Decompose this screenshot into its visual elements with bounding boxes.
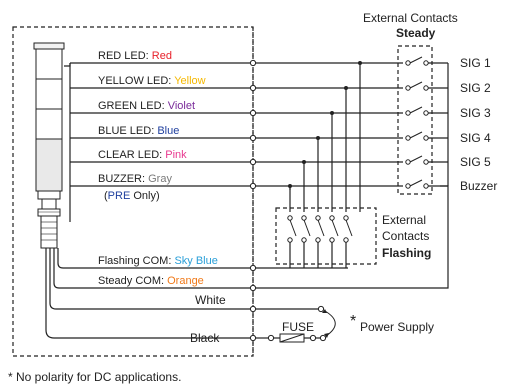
steady-bus-lines bbox=[256, 62, 403, 187]
sig-label-5: SIG 5 bbox=[460, 155, 491, 169]
signal-labels: RED LED: Red YELLOW LED: Yellow GREEN LE… bbox=[98, 50, 206, 202]
sig-label-4: SIG 4 bbox=[460, 131, 491, 145]
cable-bundle bbox=[45, 248, 256, 339]
sig-label-2: SIG 2 bbox=[460, 81, 491, 95]
sig-label-1: SIG 1 bbox=[460, 56, 491, 70]
flashing-contacts-line1: External bbox=[382, 213, 426, 227]
common-labels: Flashing COM: Sky Blue Steady COM: Orang… bbox=[98, 255, 218, 287]
tower-signal-wires bbox=[64, 62, 256, 222]
signal-tower-icon bbox=[33, 42, 65, 249]
steady-com-label: Steady COM: Orange bbox=[98, 275, 204, 287]
flashing-contacts-line2: Contacts bbox=[382, 229, 429, 243]
flashing-taps bbox=[288, 61, 362, 212]
tower-enclosure bbox=[12, 26, 254, 357]
signal-label-4: BLUE LED: Blue bbox=[98, 125, 179, 137]
footnote: * No polarity for DC applications. bbox=[8, 370, 181, 384]
flashing-com-label: Flashing COM: Sky Blue bbox=[98, 255, 218, 267]
signal-label-5: CLEAR LED: Pink bbox=[98, 149, 187, 161]
signal-label-3: GREEN LED: Violet bbox=[98, 100, 195, 112]
flashing-contacts-box bbox=[275, 207, 377, 268]
black-wire-label: Black bbox=[190, 331, 220, 345]
signal-label-2: YELLOW LED: Yellow bbox=[98, 75, 206, 87]
sig-label-3: SIG 3 bbox=[460, 106, 491, 120]
power-supply-label: Power Supply bbox=[360, 320, 434, 334]
sig-label-6: Buzzer bbox=[460, 179, 497, 193]
power-supply-star: * bbox=[350, 313, 356, 330]
external-contacts-heading: External Contacts bbox=[363, 11, 458, 25]
signal-label-6: BUZZER: Gray bbox=[98, 173, 172, 185]
power-supply-wiring bbox=[256, 305, 336, 343]
signal-label-1: RED LED: Red bbox=[98, 50, 172, 62]
flashing-contacts-line3: Flashing bbox=[382, 246, 431, 260]
white-wire-label: White bbox=[195, 293, 226, 307]
pre-only-note: (PRE Only) bbox=[104, 190, 160, 202]
terminal-nodes bbox=[249, 59, 257, 342]
sig-labels: SIG 1 SIG 2 SIG 3 SIG 4 SIG 5 Buzzer bbox=[460, 56, 497, 193]
fuse-label: FUSE bbox=[282, 320, 314, 334]
steady-heading: Steady bbox=[396, 26, 436, 40]
steady-contacts-box bbox=[397, 45, 449, 195]
